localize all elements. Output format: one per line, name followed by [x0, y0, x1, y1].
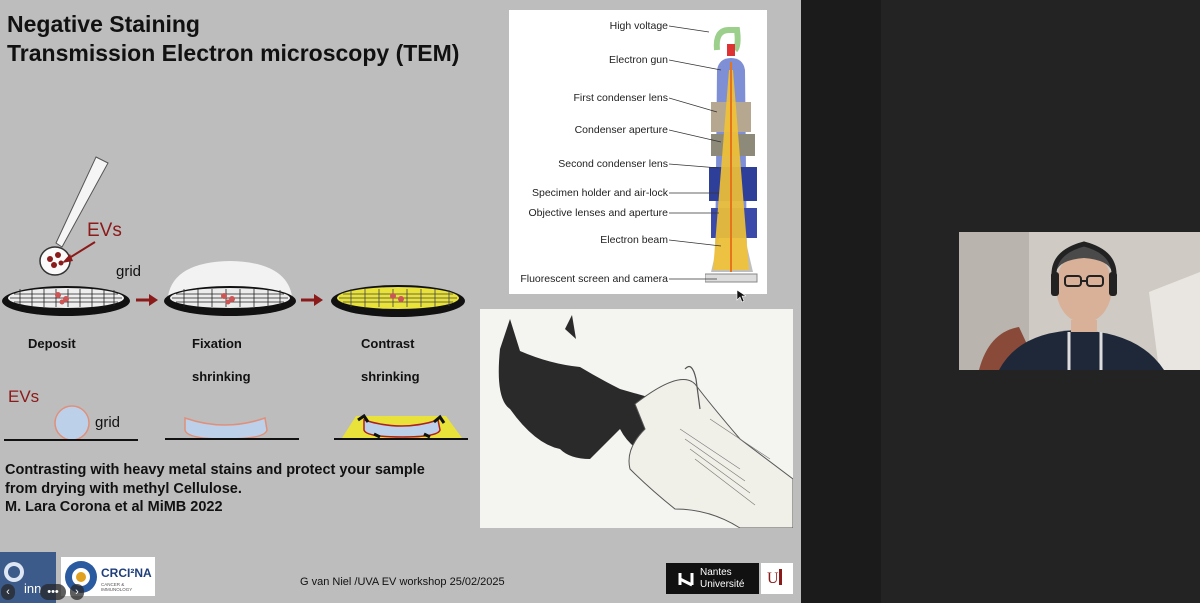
tem-label-electron-beam: Electron beam	[600, 234, 668, 246]
nantes-logo-line2: Université	[700, 579, 745, 590]
nantes-emblem-icon	[678, 573, 694, 587]
caption-line-2: from drying with methyl Cellulose.	[5, 480, 242, 497]
tem-column-illustration	[705, 27, 758, 283]
tem-leader-lines	[669, 25, 722, 280]
tem-label-fluorescent-screen: Fluorescent screen and camera	[520, 273, 668, 285]
vesicle-contrast-illustration	[334, 413, 468, 440]
step-deposit-label: Deposit	[28, 336, 76, 351]
slide-title: Negative Staining Transmission Electron …	[7, 10, 459, 68]
grid-fixation-illustration	[164, 261, 296, 316]
arrow-right-icon	[136, 294, 158, 306]
nantes-logo-line1: Nantes	[700, 567, 732, 578]
university-crest-logo: U	[761, 563, 793, 594]
participant-video-tile[interactable]	[959, 232, 1200, 370]
logo-left-text: inn	[24, 581, 42, 596]
tem-label-high-voltage: High voltage	[609, 20, 668, 32]
evs-label-bottom: EVs	[8, 387, 40, 406]
evs-label-top: EVs	[87, 220, 122, 241]
title-line-1: Negative Staining	[7, 11, 200, 37]
participant-video-feed	[959, 232, 1200, 370]
slide-caption: Contrasting with heavy metal stains and …	[5, 461, 425, 517]
tem-label-second-condenser: Second condenser lens	[558, 158, 668, 170]
presentation-slide: Negative Staining Transmission Electron …	[0, 0, 801, 603]
tem-label-specimen-holder: Specimen holder and air-lock	[532, 187, 668, 199]
evs-arrow	[62, 241, 96, 263]
grid-deposit-illustration	[2, 286, 130, 316]
vesicle-deposit-illustration	[4, 405, 138, 441]
caption-line-3: M. Lara Corona et al MiMB 2022	[5, 499, 223, 515]
next-slide-button[interactable]: ›	[70, 584, 84, 600]
caption-line-1: Contrasting with heavy metal stains and …	[5, 462, 425, 478]
step-contrast-label: Contrast	[361, 336, 415, 351]
crcina-logo-subtext: CANCER & IMMUNOLOGY	[101, 582, 133, 592]
crcina-logo: CRCI²NA CANCER & IMMUNOLOGY	[61, 557, 155, 596]
tem-diagram: High voltage Electron gun First condense…	[509, 10, 767, 294]
svg-text:U: U	[767, 570, 779, 587]
step-fixation-sublabel: shrinking	[192, 369, 251, 384]
title-line-2: Transmission Electron microscopy (TEM)	[7, 40, 460, 66]
crest-icon: U	[767, 569, 782, 587]
grid-label-bottom: grid	[95, 414, 121, 431]
previous-slide-button[interactable]: ‹	[1, 584, 15, 600]
astronaut-icon	[4, 562, 24, 582]
nantes-universite-logo: Nantes Université	[666, 563, 759, 594]
tem-label-first-condenser: First condenser lens	[573, 92, 668, 104]
tem-label-objective-lenses: Objective lenses and aperture	[528, 207, 669, 219]
arrow-right-icon	[301, 294, 323, 306]
panel-divider	[801, 0, 881, 603]
tem-label-condenser-aperture: Condenser aperture	[574, 124, 668, 136]
grid-label-top: grid	[116, 263, 142, 280]
hand-shadow-bull-image	[480, 309, 793, 528]
mouse-cursor-icon	[736, 289, 746, 303]
grid-contrast-illustration	[331, 285, 465, 317]
step-contrast-sublabel: shrinking	[361, 369, 420, 384]
vesicle-fixation-illustration	[165, 416, 299, 440]
step-fixation-label: Fixation	[192, 336, 242, 351]
slide-footer: G van Niel /UVA EV workshop 25/02/2025	[300, 576, 505, 588]
tem-label-electron-gun: Electron gun	[609, 54, 668, 66]
crcina-logo-text: CRCI²NA	[101, 566, 152, 580]
slide-options-button[interactable]: •••	[40, 584, 66, 600]
pipette-illustration	[39, 156, 109, 276]
